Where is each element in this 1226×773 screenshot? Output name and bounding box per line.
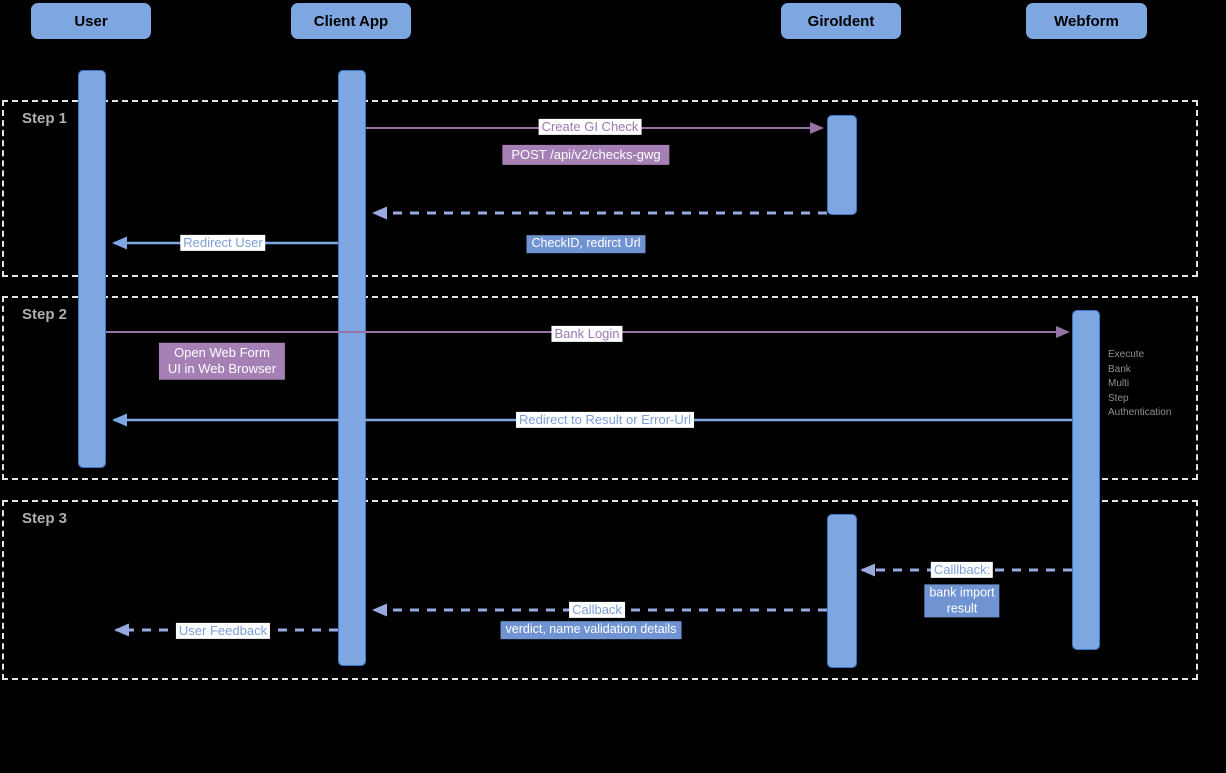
activation-bar-giroident-1 <box>827 115 857 215</box>
step3-label: Step 3 <box>22 510 68 527</box>
activation-bar-webform <box>1072 310 1100 650</box>
message-label-create-gi-check: Create GI Check <box>538 118 642 136</box>
step1-frame: Step 1 <box>2 100 1198 277</box>
message-detail-callback-verdict: verdict, name validation details <box>500 621 682 639</box>
message-detail-checkid-return: CheckID, redirct Url <box>526 235 646 253</box>
activation-bar-client-app <box>338 70 366 666</box>
actor-box-webform: Webform <box>1026 3 1147 39</box>
actor-box-giroident: GiroIdent <box>781 3 901 39</box>
activation-bar-user <box>78 70 106 468</box>
message-label-bank-login: Bank Login <box>551 325 623 343</box>
note-line-authentication: Authentication <box>1108 407 1172 418</box>
step2-frame: Step 2 <box>2 296 1198 480</box>
message-label-redirect-result: Redirect to Result or Error-Url <box>516 411 694 429</box>
note-line-multi: Multi <box>1108 378 1130 389</box>
message-detail-post-endpoint: POST /api/v2/checks-gwg <box>502 144 670 166</box>
note-line-bank: Bank <box>1108 363 1131 375</box>
message-label-callback-webform: Calllback: <box>930 561 994 579</box>
message-label-callback-client: Callback <box>569 601 625 619</box>
message-detail-bank-import-line1: bank import <box>929 585 995 600</box>
note-open-web-form: Open Web Form UI in Web Browser <box>158 342 286 380</box>
message-detail-bank-import-line2: result <box>946 601 978 615</box>
actor-box-client-app: Client App <box>291 3 411 39</box>
message-label-user-feedback: User Feedback <box>175 622 271 640</box>
step1-label: Step 1 <box>22 110 68 127</box>
message-detail-bank-import: bank import result <box>924 584 1000 618</box>
note-open-web-form-line1: Open Web Form <box>174 344 270 360</box>
message-label-redirect-user: Redirect User <box>180 234 266 252</box>
step2-label: Step 2 <box>22 306 68 323</box>
step3-frame: Step 3 <box>2 500 1198 680</box>
note-line-execute: Execute <box>1108 349 1145 360</box>
activation-bar-giroident-2 <box>827 514 857 668</box>
actor-box-user: User <box>31 3 151 39</box>
note-open-web-form-line2: UI in Web Browser <box>167 361 277 376</box>
note-webform-authentication: Execute Bank Multi Step Authentication <box>1108 348 1171 421</box>
note-line-step: Step <box>1108 392 1129 404</box>
